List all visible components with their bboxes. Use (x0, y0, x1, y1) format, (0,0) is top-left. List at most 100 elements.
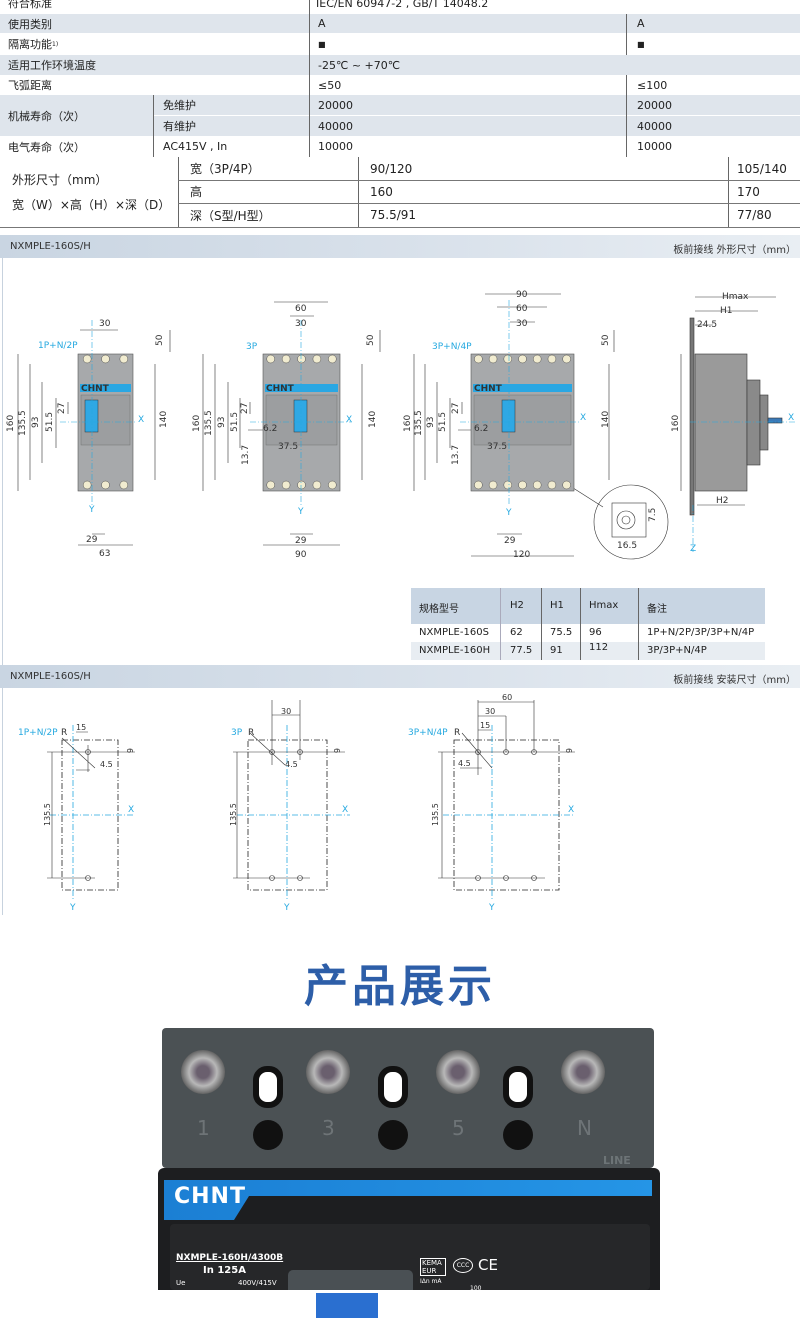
row-value: -25℃ ~ +70℃ (318, 58, 401, 72)
row-value: 40000 (318, 119, 353, 133)
dim-label: 60 (516, 304, 528, 314)
terminal-screw (474, 354, 483, 364)
dim-label: 27 (451, 403, 461, 414)
dim-label: 93 (217, 417, 227, 428)
dim-label: 135.5 (204, 410, 214, 436)
cell: 112 (589, 642, 609, 653)
dim-label: 外形尺寸（mm） 宽（W）×高（H）×深（D） (0, 157, 800, 228)
dim-label: 13.7 (241, 445, 251, 465)
terminal-screw (101, 354, 110, 364)
divider (153, 95, 154, 157)
dim-label-2: 宽（W）×高（H）×深（D） (12, 197, 171, 212)
row-value: IEC/EN 60947-2 , GB/T 14048.2 (316, 0, 489, 10)
dim-label: 140 (159, 411, 169, 428)
pole-label: 3P (246, 342, 258, 352)
dim-label: H1 (720, 306, 733, 316)
row-label: 使用类别 (8, 17, 52, 31)
handle (84, 399, 99, 433)
residual-current-value: 100 (470, 1285, 482, 1292)
cell: 77.5 (510, 645, 533, 656)
dim-label: 4.5 (285, 760, 298, 769)
row-value: 40000 (637, 119, 672, 133)
row-sublabel: 免维护 (163, 99, 196, 112)
section-header-mounting: NXMPLE-160S/H 板前接线 安装尺寸（mm） (0, 665, 800, 688)
axis-label: Y (283, 903, 290, 913)
row-label: 飞弧距离 (8, 79, 52, 92)
divider (178, 157, 179, 228)
spec-row-mech-life: 机械寿命（次） 免维护 20000 20000 有维护 40000 40000 (0, 95, 800, 136)
dim-label: 37.5 (487, 442, 507, 452)
section-model: NXMPLE-160S/H (10, 241, 91, 252)
dim-label: 50 (601, 334, 611, 346)
terminal-screw (518, 480, 527, 490)
terminal-screw (328, 480, 337, 490)
mounting-axes (50, 725, 575, 900)
dim-label: 29 (86, 535, 98, 545)
terminal-screw (518, 354, 527, 364)
handle (316, 1293, 378, 1318)
dim-row: 深（S型/H型） 75.5/91 77/80 (0, 203, 800, 227)
breaker-front-view: CHNT (77, 353, 134, 492)
row-label: 机械寿命（次） (8, 109, 85, 123)
dim-label: 13.7 (451, 445, 461, 465)
row-value: ■ (637, 39, 645, 49)
pole-label: 1P+N/2P (18, 728, 58, 738)
row-value: 170 (737, 184, 760, 199)
divider (541, 588, 542, 660)
dim-label: 60 (502, 693, 512, 702)
row-value: 77/80 (737, 208, 772, 222)
row-value: 75.5/91 (370, 208, 417, 222)
terminal-screw (547, 480, 557, 490)
divider (153, 115, 800, 116)
column-header: Hmax (589, 600, 619, 611)
dim-label: 120 (513, 550, 530, 560)
cell: 3P/3P+N/4P (647, 645, 707, 656)
brand-band (265, 384, 338, 392)
section-caption: 板前接线 外形尺寸（mm） (673, 245, 796, 256)
divider (358, 157, 359, 228)
axis-label: X (346, 415, 352, 425)
handle-housing (288, 1270, 413, 1290)
side-view (689, 317, 783, 516)
row-value: 10000 (637, 140, 672, 153)
dim-label: 30 (516, 319, 528, 329)
dim-label: 37.5 (278, 442, 298, 452)
row-value: 20000 (318, 98, 353, 112)
wire-hole (253, 1066, 283, 1108)
dim-label: 6 (332, 748, 341, 753)
dim-label: 50 (155, 334, 165, 346)
dim-label: 15 (480, 721, 490, 730)
terminal-number: 1 (197, 1116, 210, 1140)
handle (501, 399, 516, 433)
cell: 62 (510, 627, 523, 638)
terminal-screw (328, 354, 337, 364)
row-value: ≤50 (318, 78, 342, 92)
axis-label: X (580, 413, 586, 423)
dim-label: 6.2 (474, 424, 488, 434)
terminal-screw (562, 480, 571, 490)
axis-label: Y (88, 505, 95, 515)
axis-label: X (342, 805, 348, 815)
divider (728, 157, 729, 228)
ue-label: Ue (176, 1279, 186, 1287)
column-header: H1 (550, 600, 564, 611)
dim-label: 7.5 (648, 508, 658, 522)
cell: 96 (589, 627, 602, 638)
dim-label: 51.5 (230, 412, 240, 432)
terminal-screw (532, 480, 542, 490)
terminal-screw (181, 1050, 225, 1094)
breaker-front-view: CHNT (262, 353, 341, 492)
dim-label: 6 (564, 748, 573, 753)
terminal-screw (312, 354, 322, 364)
divider (638, 588, 639, 660)
radius-label: R (454, 728, 460, 738)
divider (580, 588, 581, 660)
column-header: 规格型号 (419, 604, 459, 615)
terminal-screw (436, 1050, 480, 1094)
table-row: NXMPLE-160S 62 75.5 96 1P+N/2P/3P/3P+N/4… (411, 624, 765, 642)
terminal-screw (503, 354, 513, 364)
dim-label: H2 (716, 496, 729, 506)
axis-label: X (128, 805, 134, 815)
